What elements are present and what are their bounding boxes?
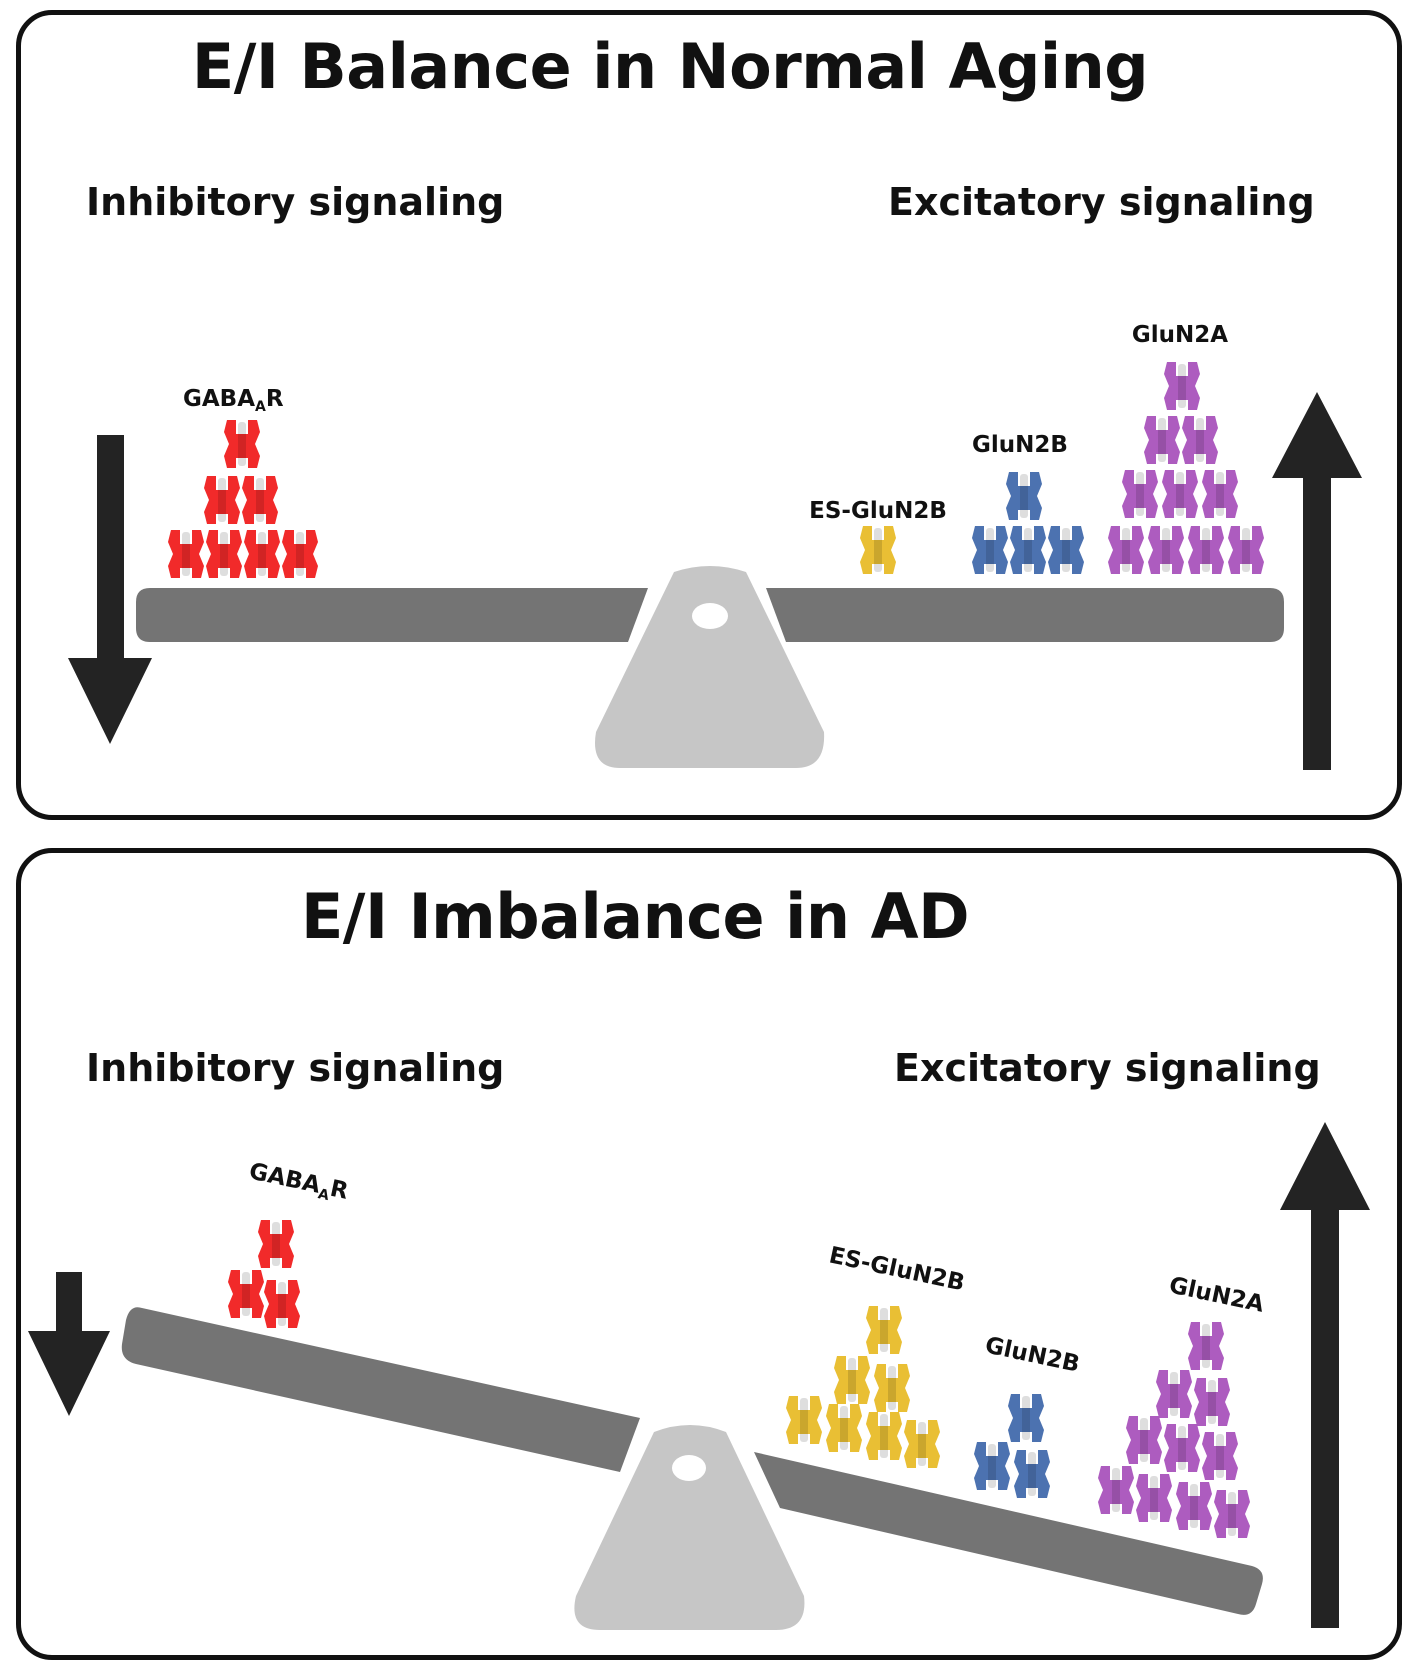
excitatory-label: Excitatory signaling (888, 180, 1315, 224)
panel-ad (16, 848, 1402, 1660)
receptor-icon (1228, 526, 1264, 574)
panel-title: E/I Balance in Normal Aging (191, 30, 1149, 103)
receptor-icon (1164, 362, 1200, 410)
receptor-icon (168, 530, 204, 578)
seesaw-beam-right (766, 588, 1284, 642)
glun2b-receptor-stack (972, 472, 1084, 574)
receptor-icon (1108, 526, 1144, 574)
receptor-icon (1202, 470, 1238, 518)
seesaw-beam-left (136, 588, 648, 642)
es-glun2b-label: ES-GluN2B (809, 498, 947, 524)
glun2a-label: GluN2A (1132, 322, 1228, 348)
receptor-icon (244, 530, 280, 578)
inhibitory-label: Inhibitory signaling (86, 180, 505, 224)
es-glun2b-receptor-stack (860, 526, 896, 574)
receptor-icon (1122, 470, 1158, 518)
panel-title: E/I Imbalance in AD (300, 880, 970, 953)
receptor-icon (972, 526, 1008, 574)
receptor-icon (1162, 470, 1198, 518)
receptor-icon (1006, 472, 1042, 520)
seesaw-normal-aging-diagram: GABAAR ES-GluN2B GluN2B GluN2A (68, 322, 1362, 770)
receptor-icon (1182, 416, 1218, 464)
receptor-icon (1188, 526, 1224, 574)
receptor-icon (282, 530, 318, 578)
receptor-icon (224, 420, 260, 468)
up-arrow-icon (1272, 392, 1362, 770)
receptor-icon (1148, 526, 1184, 574)
down-arrow-icon (68, 435, 152, 744)
receptor-icon (1144, 416, 1180, 464)
receptor-icon (1010, 526, 1046, 574)
receptor-icon (860, 526, 896, 574)
receptor-icon (206, 530, 242, 578)
inhibitory-label: Inhibitory signaling (86, 1046, 505, 1090)
fulcrum (595, 566, 825, 768)
glun2a-receptor-stack (1108, 362, 1264, 574)
gaba-label: GABAAR (183, 386, 284, 415)
receptor-icon (1048, 526, 1084, 574)
fulcrum-hole (692, 603, 728, 629)
glun2b-label: GluN2B (972, 432, 1068, 458)
excitatory-label: Excitatory signaling (894, 1046, 1321, 1090)
receptor-icon (242, 476, 278, 524)
gaba-receptor-stack (168, 420, 318, 578)
receptor-icon (204, 476, 240, 524)
